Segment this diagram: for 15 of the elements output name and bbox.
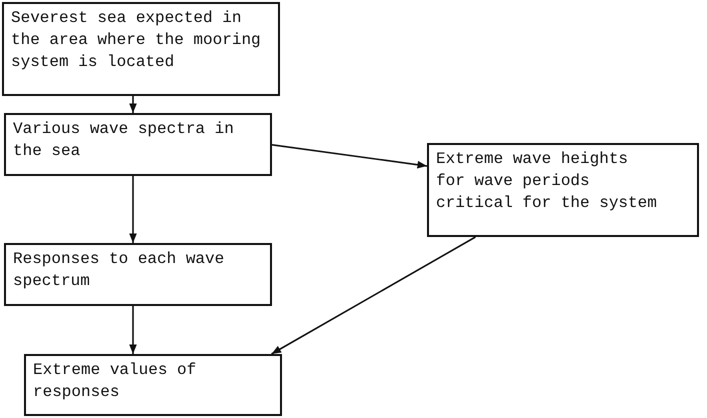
process-box (4, 243, 272, 306)
process-box (2, 2, 280, 96)
box-text: Severest sea expected in the area where the mooring system is located (11, 8, 262, 73)
arrow (129, 96, 137, 113)
box-text: Extreme wave heights for wave periods critical for the system (436, 149, 657, 214)
arrow (272, 144, 428, 169)
process-box (4, 113, 272, 176)
process-box (427, 143, 699, 237)
arrow (271, 236, 476, 355)
arrow (129, 306, 137, 354)
box-text: Extreme values of responses (33, 360, 198, 403)
box-text: Various wave spectra in the sea (13, 119, 235, 162)
process-box (24, 354, 282, 416)
box-text: Responses to each wave spectrum (13, 249, 226, 292)
arrow (129, 176, 137, 243)
